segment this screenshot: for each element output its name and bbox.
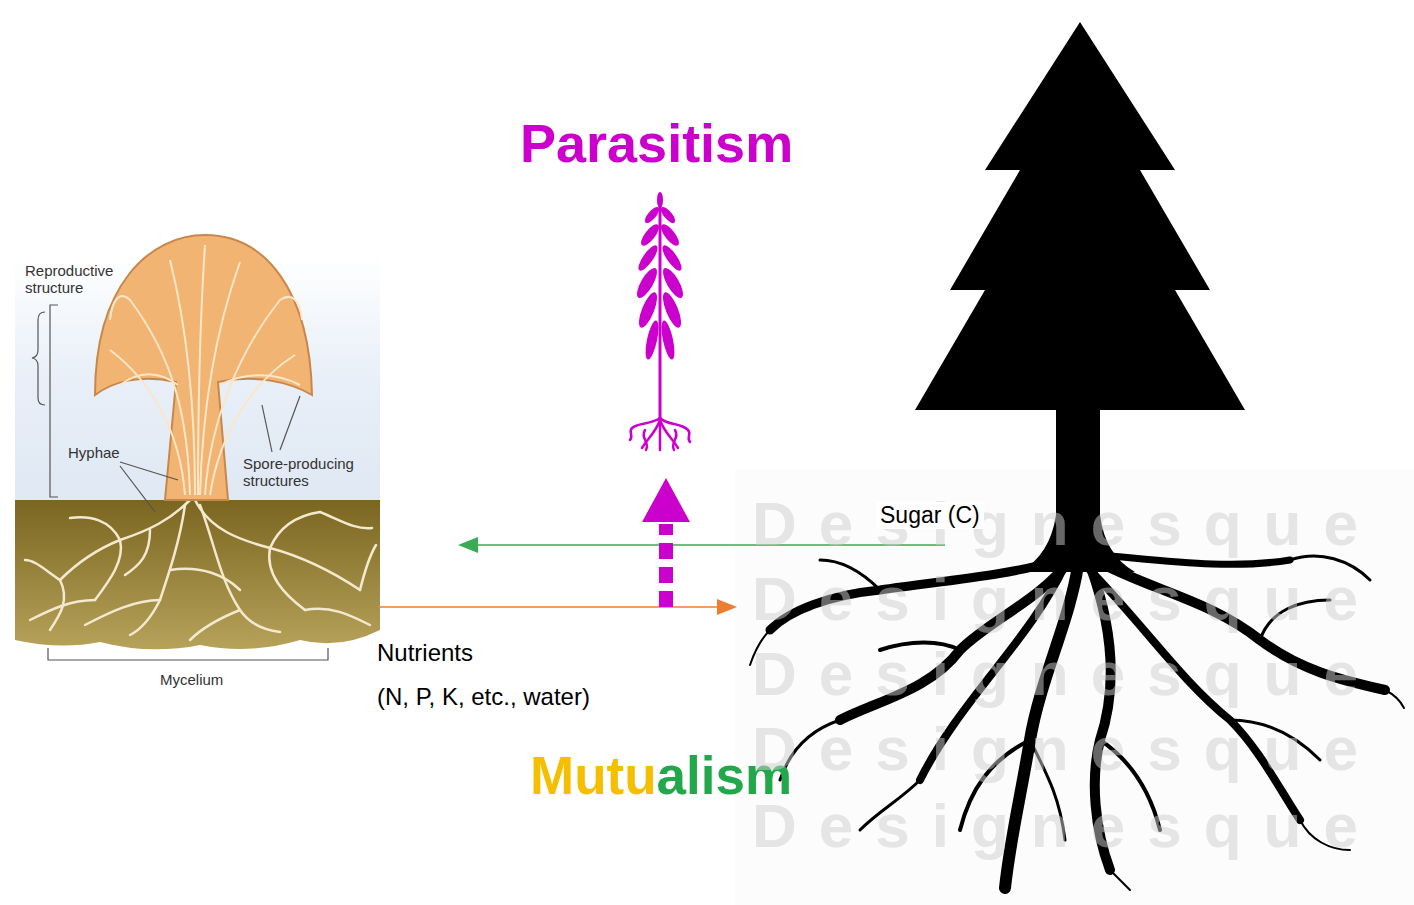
- relation-title: Parasitism: [520, 112, 793, 174]
- tree-silhouette: [750, 22, 1404, 890]
- parasitic-plant: [630, 192, 690, 450]
- part-label: Spore-producing structures: [243, 455, 368, 489]
- part-label: Mycelium: [160, 671, 223, 688]
- watermark: Designesque: [752, 563, 1380, 634]
- watermark: Designesque: [752, 713, 1380, 784]
- line-break-spacer: [497, 631, 637, 661]
- fungus-illustration: [15, 235, 380, 660]
- part-label: Hyphae: [68, 444, 120, 461]
- flow-label: Sugar (C): [876, 502, 984, 529]
- flow-label: Nutrients (N, P, K, etc., water): [377, 631, 637, 719]
- watermark: Designesque: [752, 488, 1380, 559]
- watermark: Designesque: [752, 638, 1380, 709]
- part-label: Reproductive structure: [25, 262, 125, 296]
- watermark-backdrop: [735, 470, 1414, 905]
- watermark: Designesque: [752, 790, 1380, 861]
